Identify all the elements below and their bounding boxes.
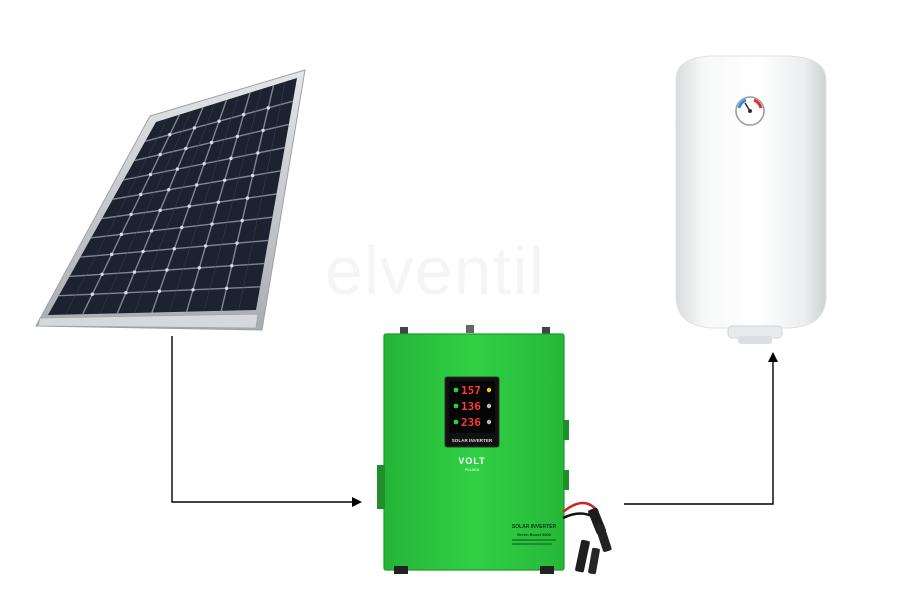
- panel-cell-corner: [203, 244, 208, 248]
- panel-cell-corner: [192, 126, 197, 130]
- display-readout-3: 236: [461, 416, 481, 429]
- panel-cell-corner: [90, 292, 95, 296]
- panel-cell-corner: [191, 288, 195, 292]
- panel-cell-corner: [129, 212, 133, 217]
- solar-panel: [35, 69, 306, 331]
- panel-cell-corner: [209, 140, 214, 145]
- inverter-side-title: SOLAR INVERTER: [512, 524, 557, 530]
- display-readout-2: 136: [461, 400, 481, 413]
- panel-cell-corner: [148, 172, 153, 177]
- display-label: SOLAR INVERTER: [452, 438, 493, 443]
- panel-grid-line: [203, 88, 262, 312]
- solar-inverter: 157 136 236 SOLAR INVERTER VOLT POLSKA S…: [377, 325, 612, 575]
- inverter-display: 157 136 236 SOLAR INVERTER: [444, 376, 500, 448]
- panel-cell-corner: [217, 119, 221, 123]
- panel-grid-line: [134, 103, 215, 314]
- solar-panel-grid: [58, 81, 294, 315]
- panel-cell-corner: [216, 200, 221, 204]
- panel-cell-corner: [149, 229, 154, 233]
- panel-cell-corner: [229, 156, 233, 161]
- panel-cell-corner: [119, 232, 124, 237]
- panel-cell-corner: [172, 247, 177, 251]
- panel-cell-corner: [124, 291, 128, 295]
- panel-cell-corner: [168, 132, 172, 137]
- panel-cell-corner: [180, 225, 184, 230]
- display-readout-1: 157: [461, 384, 481, 397]
- panel-cell-corner: [245, 196, 250, 200]
- panel-cell-corner: [266, 106, 270, 110]
- panel-cell-corner: [139, 192, 143, 197]
- panel-cell-corner: [132, 270, 137, 274]
- panel-cell-corner: [184, 146, 188, 151]
- panel-cell-corner: [157, 289, 162, 293]
- panel-cell-corner: [141, 249, 145, 254]
- arrow-panel-to-inverter: [171, 336, 362, 507]
- inverter-brand-sub: POLSKA: [465, 468, 480, 472]
- panel-cell-corner: [187, 204, 191, 208]
- panel-cell-corner: [224, 286, 229, 290]
- inverter-body: [383, 333, 565, 571]
- panel-cell-corner: [158, 208, 162, 213]
- panel-grid-line: [238, 81, 286, 311]
- arrow-inverter-to-heater: [624, 352, 778, 505]
- panel-cell-corner: [158, 152, 162, 157]
- panel-cell-corner: [222, 178, 227, 182]
- panel-grid-line: [99, 110, 192, 314]
- panel-cell-corner: [256, 151, 260, 155]
- panel-cell-corner: [235, 134, 240, 139]
- inverter-side-model: Green Boost 3000: [517, 532, 552, 537]
- thermometer-gauge: [735, 96, 765, 126]
- panel-grid-line: [169, 96, 239, 313]
- panel-grid-line: [65, 118, 168, 315]
- panel-cell-corner: [100, 272, 104, 276]
- water-heater-body: [675, 55, 827, 329]
- panel-cell-corner: [165, 268, 169, 272]
- panel-cell-corner: [202, 162, 206, 166]
- panel-cell-corner: [195, 183, 199, 187]
- panel-cell-corner: [167, 188, 171, 192]
- panel-cell-corner: [175, 167, 179, 171]
- water-heater: [675, 55, 827, 344]
- panel-cell-corner: [110, 252, 114, 257]
- flow-arrows: [171, 336, 778, 507]
- panel-cell-corner: [235, 241, 239, 245]
- panel-cell-corner: [261, 128, 265, 133]
- panel-cell-corner: [230, 264, 234, 268]
- panel-cell-corner: [210, 222, 214, 226]
- inverter-cables: [562, 501, 612, 575]
- panel-cell-corner: [250, 173, 255, 178]
- panel-cell-corner: [241, 112, 246, 117]
- inverter-brand: VOLT: [458, 456, 485, 466]
- panel-cell-corner: [197, 266, 202, 270]
- panel-cell-corner: [240, 218, 244, 223]
